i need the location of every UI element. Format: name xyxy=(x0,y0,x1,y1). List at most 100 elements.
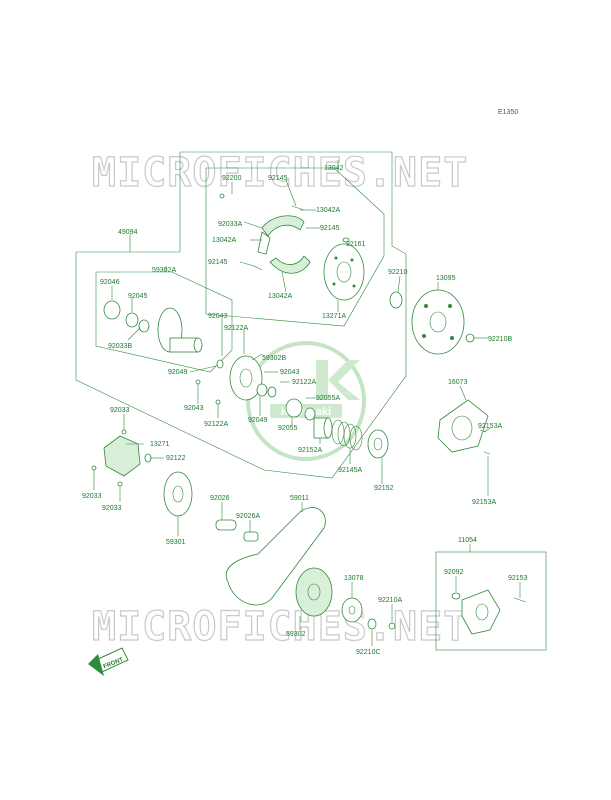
label-92026: 92026 xyxy=(210,495,230,502)
cover-16073 xyxy=(437,399,489,453)
label-13078: 13078 xyxy=(344,575,364,582)
label-92210A: 92210A xyxy=(378,597,402,604)
label-92033A: 92033A xyxy=(218,221,242,228)
clutch-drum-13095 xyxy=(411,289,465,355)
clutch-shoe-upper xyxy=(257,215,305,255)
collar-92092 xyxy=(451,592,461,600)
label-92033-a: 92033 xyxy=(110,407,130,414)
label-92026A: 92026A xyxy=(236,513,260,520)
label-92210C: 92210C xyxy=(356,649,381,656)
collar-92026A xyxy=(243,531,259,542)
label-92152A: 92152A xyxy=(298,447,322,454)
label-11054: 11054 xyxy=(458,537,477,544)
label-13271A: 13271A xyxy=(322,313,346,320)
label-92210: 92210 xyxy=(388,269,408,276)
outline-11054 xyxy=(435,551,547,651)
bearing-92046 xyxy=(103,300,121,320)
label-92043-b: 92043 xyxy=(280,369,300,376)
outline-59302A xyxy=(95,271,233,373)
label-92049-b: 92049 xyxy=(248,417,268,424)
watermark-bottom: MICROFICHES.NET xyxy=(92,604,468,650)
label-92153A-a: 92153A xyxy=(478,423,502,430)
pin-92033-a xyxy=(121,429,127,435)
label-92046: 92046 xyxy=(100,279,120,286)
oring-92055 xyxy=(304,407,316,421)
pin-92033-c xyxy=(117,481,123,487)
part-labels: 13042 92200 92145 92033A 13042A 13042A 9… xyxy=(82,165,528,656)
ring-92122A xyxy=(267,386,277,398)
label-92200: 92200 xyxy=(222,175,242,182)
ring-92049-b xyxy=(256,383,268,397)
label-49094: 49094 xyxy=(118,229,138,236)
bracket-11054 xyxy=(461,589,501,635)
label-13042A-2: 13042A xyxy=(212,237,236,244)
label-59011: 59011 xyxy=(290,495,309,502)
label-92045: 92045 xyxy=(128,293,148,300)
spring-92145-left xyxy=(253,265,263,271)
nut-92210B xyxy=(465,333,475,343)
label-59302B: 59302B xyxy=(262,355,286,362)
label-13042A-3: 13042A xyxy=(268,293,292,300)
label-92161: 92161 xyxy=(346,241,366,248)
label-92092: 92092 xyxy=(444,569,464,576)
label-92153A-b: 92153A xyxy=(472,499,496,506)
spring-92145-top xyxy=(291,205,305,211)
plate-13078 xyxy=(341,597,363,623)
collar-92152A xyxy=(313,417,333,439)
label-92049-a: 92049 xyxy=(168,369,188,376)
clutch-plate-13271A xyxy=(323,243,365,301)
ring-92049-a xyxy=(216,359,224,369)
bolt-92153 xyxy=(513,597,527,603)
label-92152: 92152 xyxy=(374,485,394,492)
ramp-plate-13271 xyxy=(103,435,141,477)
pin-92033-b xyxy=(91,465,97,471)
label-92033-c: 92033 xyxy=(102,505,122,512)
label-92122A-c: 92122A xyxy=(204,421,228,428)
collar-92026 xyxy=(215,519,237,531)
label-59302: 59302 xyxy=(286,631,306,638)
label-13042: 13042 xyxy=(324,165,344,172)
label-92153: 92153 xyxy=(508,575,528,582)
label-92043-a: 92043 xyxy=(208,313,228,320)
outline-49094 xyxy=(75,151,407,479)
oring-92055A xyxy=(285,398,303,418)
front-arrow: FRONT xyxy=(88,647,129,676)
watermark-top: MICROFICHES.NET xyxy=(92,150,468,196)
clutch-shoe-lower xyxy=(269,255,311,274)
pulley-59302A xyxy=(157,307,203,353)
pin-92200 xyxy=(219,193,225,199)
washer-92210 xyxy=(389,291,403,309)
label-92122A-a: 92122A xyxy=(224,325,248,332)
label-92210B: 92210B xyxy=(488,336,512,343)
nut-92210A xyxy=(388,622,396,630)
label-59302A: 59302A xyxy=(152,267,176,274)
label-92033-b: 92033 xyxy=(82,493,102,500)
label-92033B: 92033B xyxy=(108,343,132,350)
label-92122: 92122 xyxy=(166,455,186,462)
bearing-92033B xyxy=(138,319,150,333)
label-92043-c: 92043 xyxy=(184,405,204,412)
outline-13042 xyxy=(205,167,385,327)
label-13271: 13271 xyxy=(150,441,170,448)
collar-92152 xyxy=(367,429,389,459)
label-92145-c: 92145 xyxy=(208,259,228,266)
label-92145-a: 92145 xyxy=(268,175,288,182)
label-92122A-b: 92122A xyxy=(292,379,316,386)
washer-92161 xyxy=(342,237,350,243)
label-16073: 16073 xyxy=(448,379,468,386)
label-92145A: 92145A xyxy=(338,467,362,474)
label-59301: 59301 xyxy=(166,539,186,546)
label-92145-b: 92145 xyxy=(320,225,340,232)
sheave-59301 xyxy=(163,471,193,517)
sheave-59302B xyxy=(229,355,263,401)
fan-pulley-59302 xyxy=(295,567,333,617)
washer-92210C xyxy=(367,618,377,630)
label-92055A: 92055A xyxy=(316,395,340,402)
seal-92045 xyxy=(125,312,139,328)
bolt-92153A-b xyxy=(483,451,491,455)
pin-92043-c xyxy=(215,399,221,405)
diagram-code: E1350 xyxy=(498,109,518,116)
label-13095: 13095 xyxy=(436,275,456,282)
pin-92043-b xyxy=(195,379,201,385)
